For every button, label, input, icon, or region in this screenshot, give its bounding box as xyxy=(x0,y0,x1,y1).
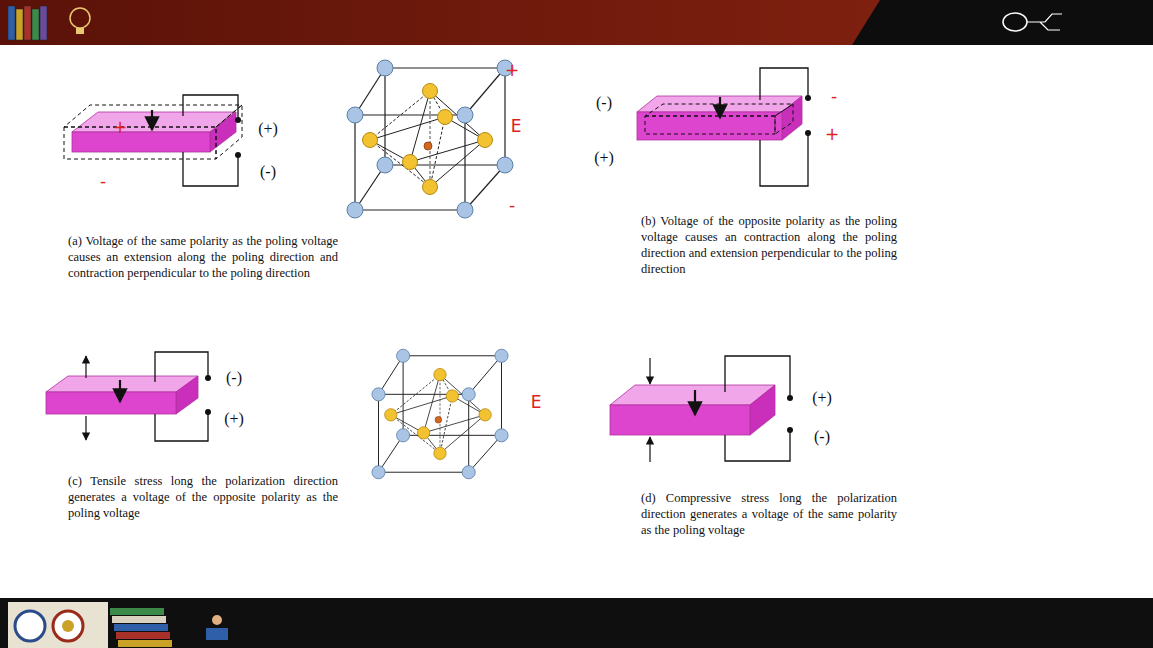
circuit-wire xyxy=(155,412,208,441)
circuit-wire xyxy=(183,152,238,186)
institute-logo xyxy=(15,611,45,641)
piezo-slab xyxy=(72,112,236,152)
circuit-wire xyxy=(725,356,790,398)
program-logo-center xyxy=(62,620,74,632)
header-bar xyxy=(0,0,1153,45)
terminal-dot xyxy=(235,152,241,158)
circuit-icon-lines xyxy=(1027,14,1062,30)
piezo-slab xyxy=(610,385,775,435)
handwritten-note: - xyxy=(509,195,515,215)
book-stack xyxy=(118,640,172,647)
caption: (d) Compressive stress long the polariza… xyxy=(641,490,897,538)
piezo-slab xyxy=(46,376,198,414)
terminal-dot xyxy=(805,95,811,101)
caption: (a) Voltage of the same polarity as the … xyxy=(68,233,338,281)
terminal-dot xyxy=(205,409,211,415)
tensile-stress-arrow xyxy=(85,416,86,440)
polarity-label: (+) xyxy=(812,389,832,407)
polarity-label: (-) xyxy=(814,428,830,446)
polarity-label: (+) xyxy=(594,149,614,167)
piezo-slab xyxy=(637,96,802,140)
book-icon xyxy=(16,9,23,40)
book-stack xyxy=(110,608,164,615)
circuit-wire xyxy=(155,352,208,382)
caption: (c) Tensile stress long the polarization… xyxy=(68,473,338,521)
book-stack xyxy=(114,624,168,631)
polarity-label: (-) xyxy=(596,94,612,112)
bulb-icon xyxy=(70,8,90,28)
footer-bar xyxy=(0,598,1153,648)
polarity-label: (+) xyxy=(258,120,278,138)
handwritten-note: E xyxy=(511,116,522,136)
poling-arrow xyxy=(119,380,121,402)
book-icon xyxy=(40,6,47,40)
compressive-stress-arrow xyxy=(649,437,650,462)
book-stack xyxy=(116,632,170,639)
bulb-base xyxy=(76,28,84,34)
handwritten-note: - xyxy=(100,171,106,191)
circuit-wire xyxy=(183,95,238,120)
polarity-label: (-) xyxy=(260,163,276,181)
deformed-outline xyxy=(64,105,242,159)
terminal-dot xyxy=(787,395,793,401)
poling-arrow xyxy=(719,97,721,118)
book-icon xyxy=(24,6,31,40)
reader-head xyxy=(212,615,222,625)
handwritten-note: - xyxy=(831,86,837,106)
handwritten-note: E xyxy=(531,392,542,412)
logo-panel xyxy=(8,602,108,648)
terminal-dot xyxy=(805,130,811,136)
poling-arrow xyxy=(151,110,153,130)
handwritten-note: + xyxy=(505,60,519,80)
book-stack xyxy=(112,616,166,623)
handwritten-note: + xyxy=(825,124,839,144)
poling-arrow xyxy=(694,390,696,415)
reader-figure xyxy=(206,628,228,640)
polarity-label: (+) xyxy=(224,410,244,428)
circuit-wire xyxy=(725,430,790,461)
caption: (b) Voltage of the opposite polarity as … xyxy=(641,213,897,277)
book-icon xyxy=(8,6,15,40)
circuit-wire xyxy=(760,133,808,186)
circuit-icon xyxy=(1003,13,1027,31)
header-dark-band xyxy=(852,0,1153,45)
terminal-dot xyxy=(205,375,211,381)
circuit-wire xyxy=(760,68,808,100)
polarity-label: (-) xyxy=(226,369,242,387)
terminal-dot xyxy=(787,427,793,433)
compressive-stress-arrow xyxy=(649,358,650,384)
handwritten-note: + xyxy=(113,117,127,137)
program-logo xyxy=(53,611,83,641)
perovskite-unit-cell xyxy=(372,349,508,479)
perovskite-unit-cell xyxy=(347,60,513,218)
terminal-dot xyxy=(235,117,241,123)
tensile-stress-arrow xyxy=(85,356,86,378)
book-icon xyxy=(32,9,39,40)
